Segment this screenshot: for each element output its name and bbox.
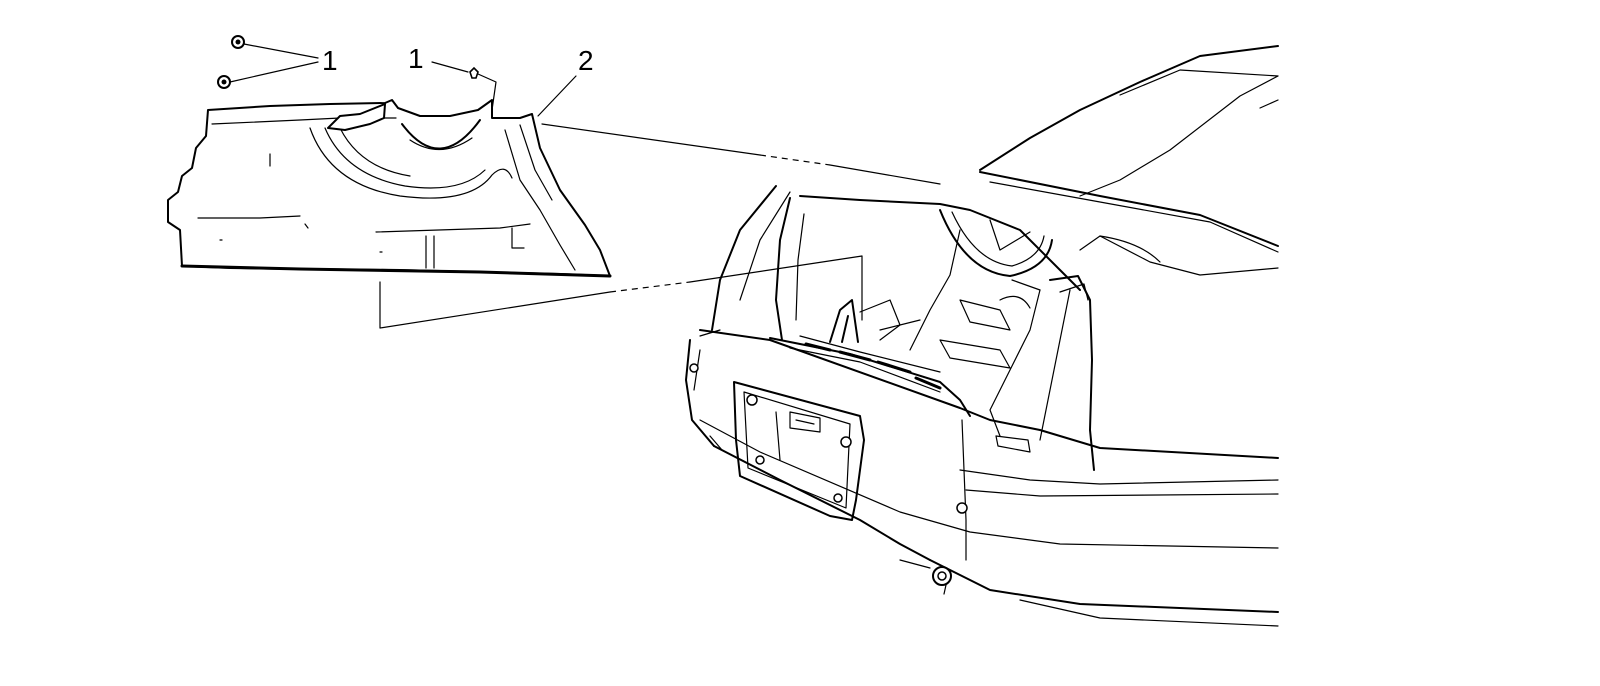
leader-line-1c [431,61,469,73]
callout-label-fastener-pin: 1 [408,43,424,74]
pin-guide-line [477,73,497,111]
fastener-nut-lower [217,75,231,89]
trunk-side-trim-panel [167,99,612,278]
callout-label-trim-panel: 2 [578,45,594,76]
projection-lines [379,123,941,329]
leader-line-1a [243,43,319,59]
fastener-nut-upper [231,35,245,49]
callout-label-fastener-nuts: 1 [322,45,338,76]
vehicle-rear-body [685,45,1279,627]
leader-line-1b [229,61,319,83]
fastener-push-pin [469,66,479,79]
leader-line-2 [537,75,577,117]
